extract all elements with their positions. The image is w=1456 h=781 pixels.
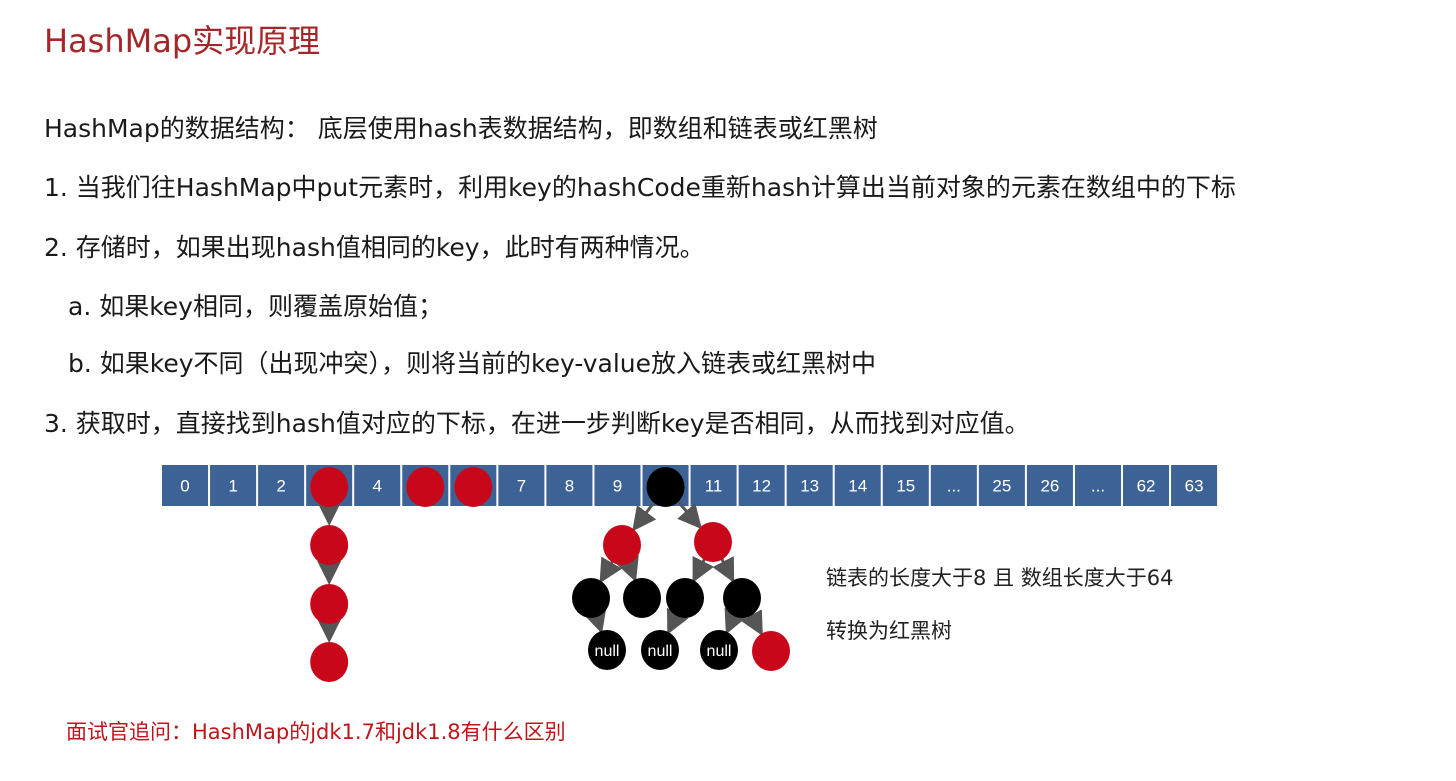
text-line-put: 1. 当我们往HashMap中put元素时，利用key的hashCode重新ha… (44, 173, 1236, 202)
array-cell (162, 465, 209, 506)
null-label: null (595, 643, 620, 660)
array-cell (1026, 465, 1073, 506)
null-label: null (648, 643, 673, 660)
array-cell-label: 62 (1137, 477, 1156, 496)
bucket-node-red (310, 467, 349, 507)
array-cell-label: 13 (800, 477, 819, 496)
arrow (676, 500, 702, 530)
tree-node-red (694, 522, 732, 562)
array-cell-label: 15 (896, 477, 915, 496)
tree-node-black (723, 578, 761, 618)
arrow (616, 555, 639, 583)
array-cell-label: 0 (180, 477, 189, 496)
array-cell (738, 465, 785, 506)
arrow (632, 501, 657, 532)
array-cell-label: 12 (752, 477, 771, 496)
text-line-store-a: a. 如果key相同，则覆盖原始值； (68, 292, 443, 321)
array-cell (834, 465, 881, 506)
tree-null-node (700, 630, 738, 670)
array-cell-label: 9 (613, 477, 622, 496)
tree-null-node (588, 630, 626, 670)
treeify-note-line1: 链表的长度大于8 且 数组长度大于64 (826, 566, 1174, 590)
interview-question: 面试官追问：HashMap的jdk1.7和jdk1.8有什么区别 (66, 720, 566, 744)
arrow (599, 556, 623, 584)
array-cell-label: 7 (517, 477, 526, 496)
arrow (740, 609, 763, 637)
array-cell (594, 465, 641, 506)
tree-node-black (666, 578, 704, 618)
bucket-node-red (406, 467, 445, 507)
array-cell (1171, 465, 1218, 506)
arrow (724, 607, 747, 635)
array-cell (690, 465, 737, 506)
array-cell (546, 465, 593, 506)
tree-node-red (752, 631, 790, 671)
array-cell (498, 465, 545, 506)
bucket-node-black (646, 467, 685, 507)
slide-title: HashMap实现原理 (44, 22, 321, 60)
array-cell-label: 2 (276, 477, 285, 496)
arrow (583, 607, 607, 634)
arrow (692, 555, 715, 583)
array-cell (882, 465, 929, 506)
tree-null-node (641, 630, 679, 670)
array-cell (258, 465, 305, 506)
array-cell (978, 465, 1025, 506)
list-node-red (310, 584, 349, 624)
array-cell-label: 63 (1185, 477, 1204, 496)
array-cell-label: ... (1091, 477, 1105, 496)
arrow (666, 607, 689, 635)
array-cell-label: 8 (565, 477, 574, 496)
text-line-store-b: b. 如果key不同（出现冲突），则将当前的key-value放入链表或红黑树中 (68, 349, 876, 378)
array-cell-label: 11 (705, 477, 723, 496)
array-cell-label: ... (947, 477, 961, 496)
array-cell-label: 14 (848, 477, 867, 496)
tree-node-black (572, 578, 610, 618)
text-line-structure: HashMap的数据结构： 底层使用hash表数据结构，即数组和链表或红黑树 (44, 114, 878, 143)
tree-node-red (603, 525, 641, 565)
arrow (712, 556, 735, 583)
list-node-red (310, 642, 349, 682)
array-cell (930, 465, 977, 506)
text-line-store: 2. 存储时，如果出现hash值相同的key，此时有两种情况。 (44, 233, 705, 262)
array-cell (1123, 465, 1170, 506)
array-cell (354, 465, 401, 506)
array-cell-label: 1 (228, 477, 237, 496)
array-cell (210, 465, 257, 506)
array-cell-label: 25 (992, 477, 1011, 496)
list-node-red (310, 525, 349, 565)
array-cell-label: 26 (1040, 477, 1059, 496)
array-cell-label: 4 (372, 477, 381, 496)
bucket-node-red (454, 467, 493, 507)
array-cell (786, 465, 833, 506)
null-label: null (707, 643, 732, 660)
array-cell (1074, 465, 1121, 506)
treeify-note-line2: 转换为红黑树 (826, 619, 952, 643)
text-line-get: 3. 获取时，直接找到hash值对应的下标，在进一步判断key是否相同，从而找到… (44, 409, 1030, 438)
tree-node-black (623, 578, 661, 618)
